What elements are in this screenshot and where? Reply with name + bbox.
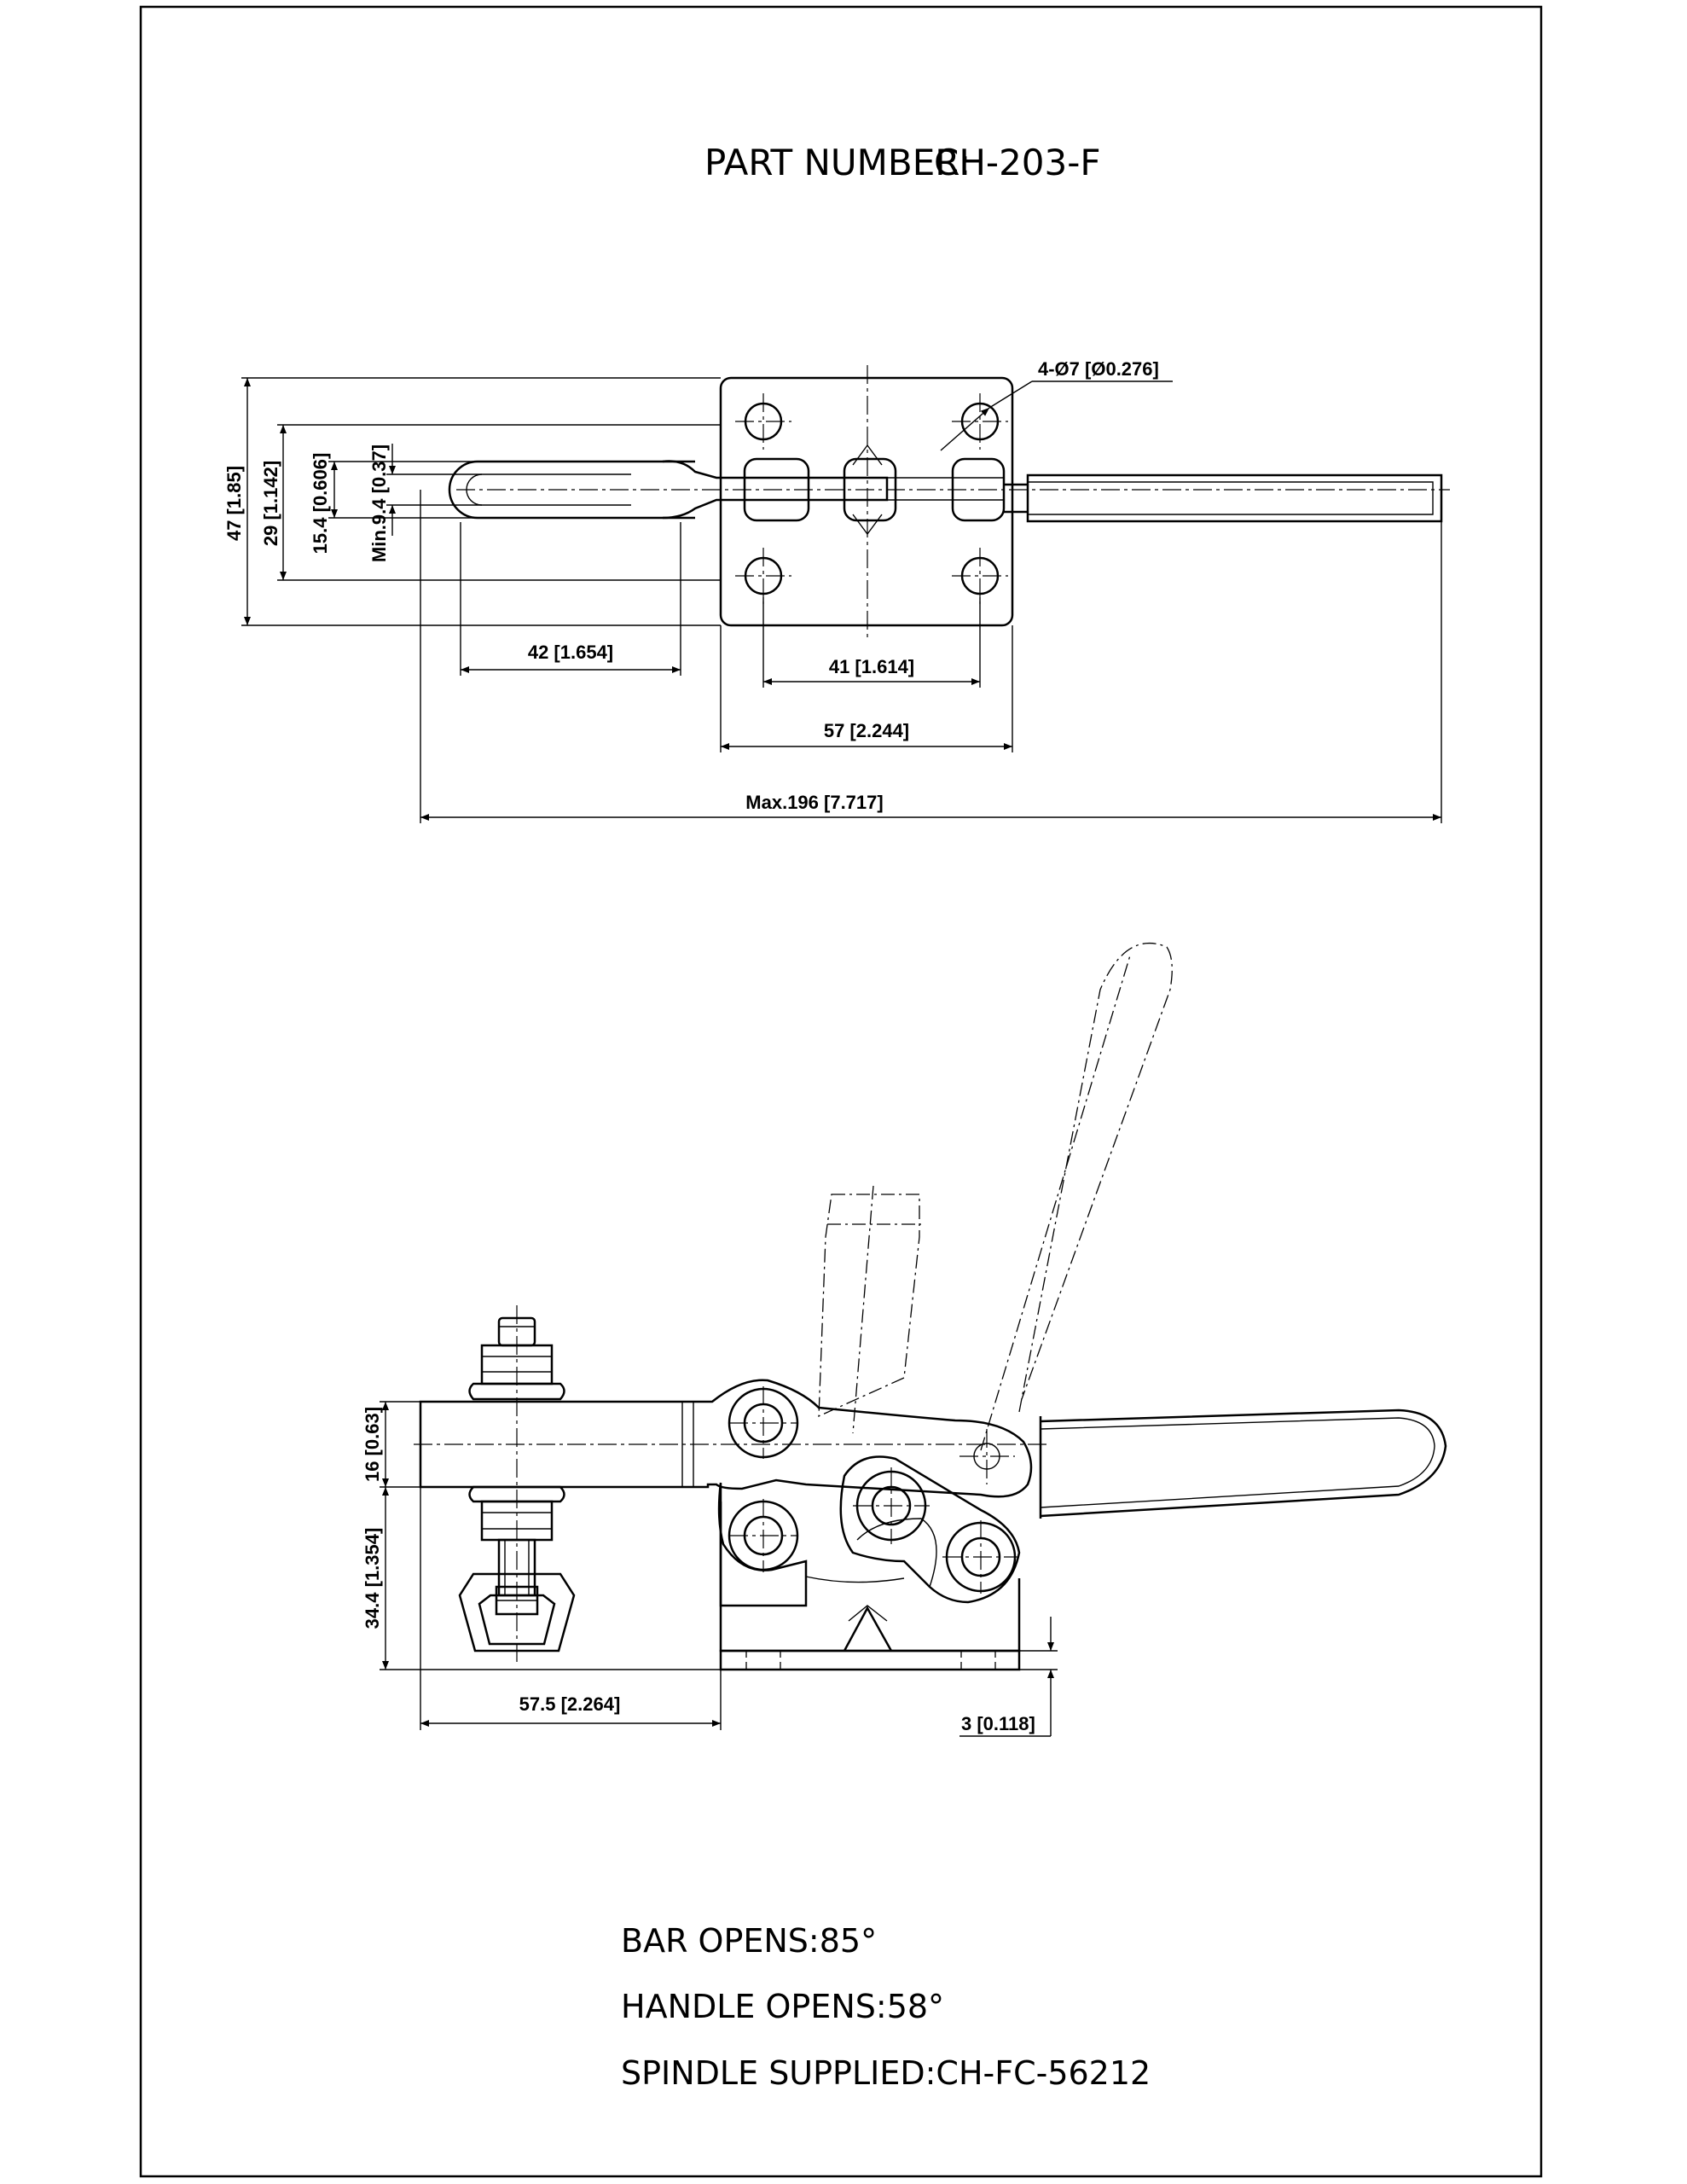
dim-length-41: 41 [1.614]	[829, 656, 914, 677]
dim-length-57-5: 57.5 [2.264]	[519, 1693, 621, 1715]
top-view: 4-Ø7 [Ø0.276] 47 [1.85] 29 [1.142] 15.4 …	[223, 358, 1450, 823]
dim-height-34-4: 34.4 [1.354]	[362, 1528, 383, 1629]
handle-grip-side	[1040, 1417, 1435, 1508]
linkage	[839, 1455, 1021, 1604]
dim-hole: 4-Ø7 [Ø0.276]	[1038, 358, 1159, 380]
base-plate-top	[719, 376, 1014, 627]
dim-min-9-4: Min.9.4 [0.37]	[368, 444, 390, 562]
base-plate-side	[719, 1649, 1021, 1671]
side-view: 16 [0.63] 34.4 [1.354] 57.5 [2.264] 3 [0…	[362, 943, 1447, 1737]
dim-height-15-4: 15.4 [0.606]	[310, 453, 331, 555]
dim-height-16: 16 [0.63]	[362, 1407, 383, 1482]
handle-side	[1040, 1409, 1447, 1518]
bar-open-phantom	[818, 1194, 920, 1418]
drawing-border	[139, 5, 1543, 2178]
clamp-bar-side	[419, 1379, 1033, 1498]
part-number-label: PART NUMBER:	[704, 142, 971, 183]
dim-length-57: 57 [2.244]	[824, 720, 909, 741]
spec-spindle-supplied: SPINDLE SUPPLIED:CH-FC-56212	[621, 2054, 1151, 2092]
base-body-side	[717, 1482, 808, 1607]
rubber-tip	[458, 1572, 576, 1653]
spec-bar-opens: BAR OPENS:85°	[621, 1922, 877, 1960]
dim-height-47: 47 [1.85]	[223, 466, 245, 541]
dim-length-42: 42 [1.654]	[528, 642, 613, 663]
dim-height-29: 29 [1.142]	[260, 461, 281, 546]
spindle	[468, 1305, 565, 1664]
mounting-holes	[735, 393, 1008, 604]
spec-handle-opens: HANDLE OPENS:58°	[621, 1988, 944, 2025]
handle-grip-top	[1028, 481, 1434, 515]
part-number-value: CH-203-F	[934, 142, 1101, 183]
dim-max-196: Max.196 [7.717]	[745, 792, 883, 813]
clamp-bar-top	[448, 460, 695, 520]
handle-open-phantom	[1018, 943, 1173, 1413]
pivot-rivets	[728, 1386, 1019, 1594]
dim-thickness-3: 3 [0.118]	[961, 1713, 1035, 1734]
